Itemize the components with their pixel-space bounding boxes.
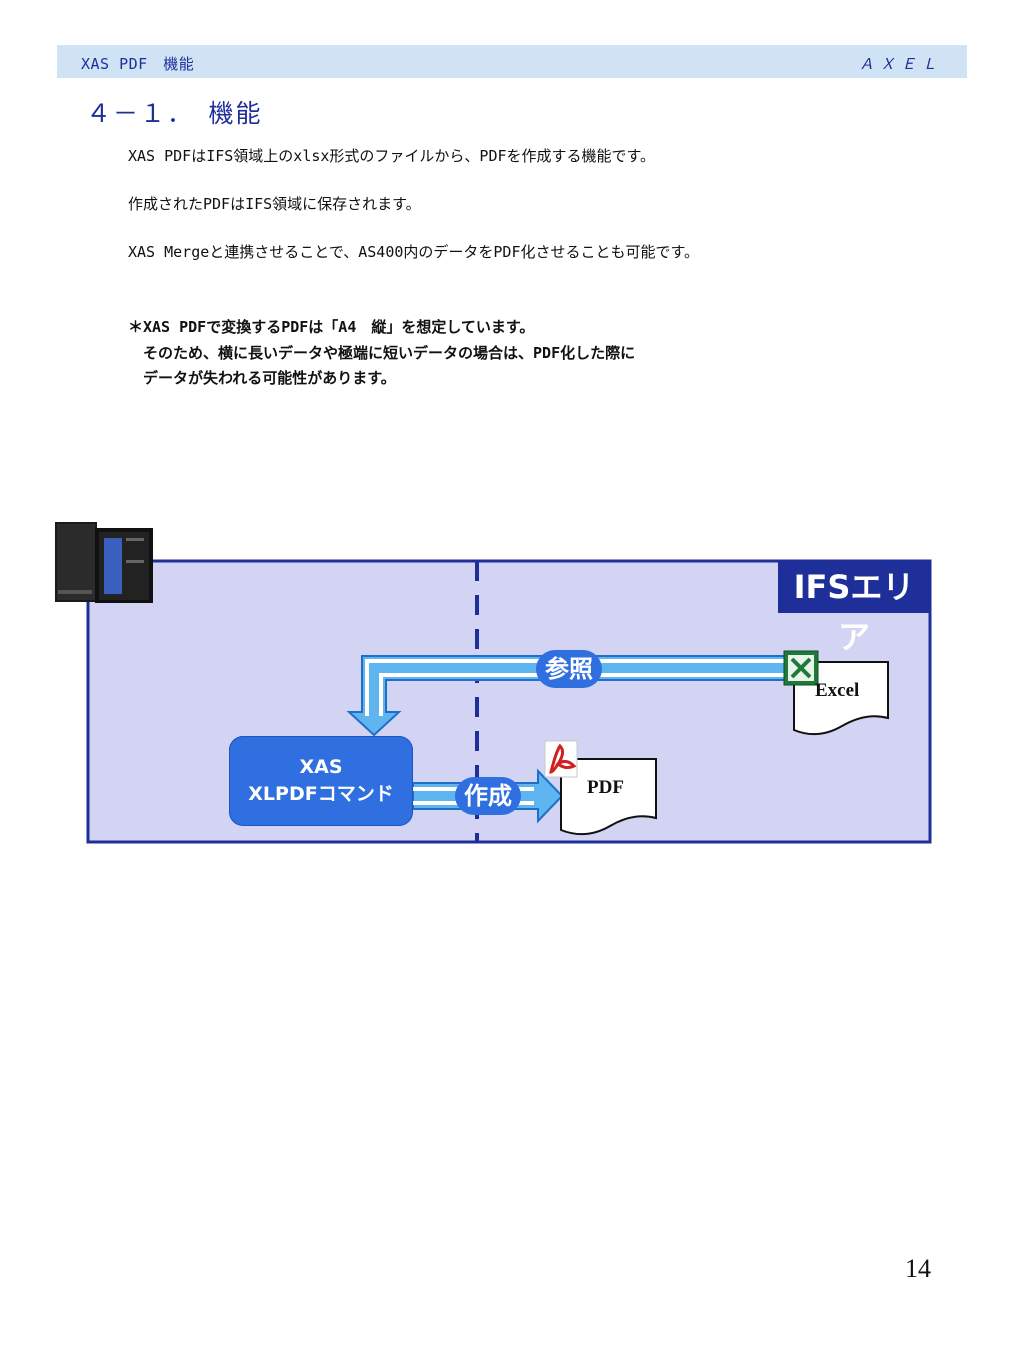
- ifs-area-label: IFSエリア: [793, 568, 915, 656]
- server-icon: [55, 522, 153, 603]
- header-title: XAS PDF 機能: [81, 55, 195, 73]
- note-line-3: データが失われる可能性があります。: [128, 369, 396, 387]
- excel-label: Excel: [815, 680, 860, 701]
- note-line-1: ＊XAS PDFで変換するPDFは「A4 縦」を想定しています。: [128, 318, 535, 336]
- section-title: ４－１． 機能: [86, 99, 263, 128]
- header-brand: ＡＸＥＬ: [858, 55, 943, 73]
- create-label: 作成: [455, 777, 521, 815]
- paragraph-2: 作成されたPDFはIFS領域に保存されます。: [128, 195, 421, 213]
- xlpdf-command-box: XAS XLPDFコマンド: [229, 736, 413, 826]
- acrobat-icon: [544, 740, 578, 778]
- command-box-line-2: XLPDFコマンド: [248, 783, 394, 805]
- paragraph-1: XAS PDFはIFS領域上のxlsx形式のファイルから、PDFを作成する機能で…: [128, 147, 656, 165]
- page-number: 14: [905, 1254, 931, 1283]
- reference-label: 参照: [536, 650, 602, 688]
- paragraph-3: XAS Mergeと連携させることで、AS400内のデータをPDF化させることも…: [128, 243, 699, 261]
- note-line-2: そのため、横に長いデータや極端に短いデータの場合は、PDF化した際に: [128, 344, 636, 362]
- pdf-document: [560, 758, 657, 836]
- command-box-line-1: XAS: [299, 756, 343, 778]
- ifs-area-label-bg: [778, 561, 930, 613]
- pdf-label: PDF: [587, 777, 624, 798]
- header-bar: XAS PDF 機能 ＡＸＥＬ: [57, 45, 967, 78]
- excel-icon: [783, 650, 819, 686]
